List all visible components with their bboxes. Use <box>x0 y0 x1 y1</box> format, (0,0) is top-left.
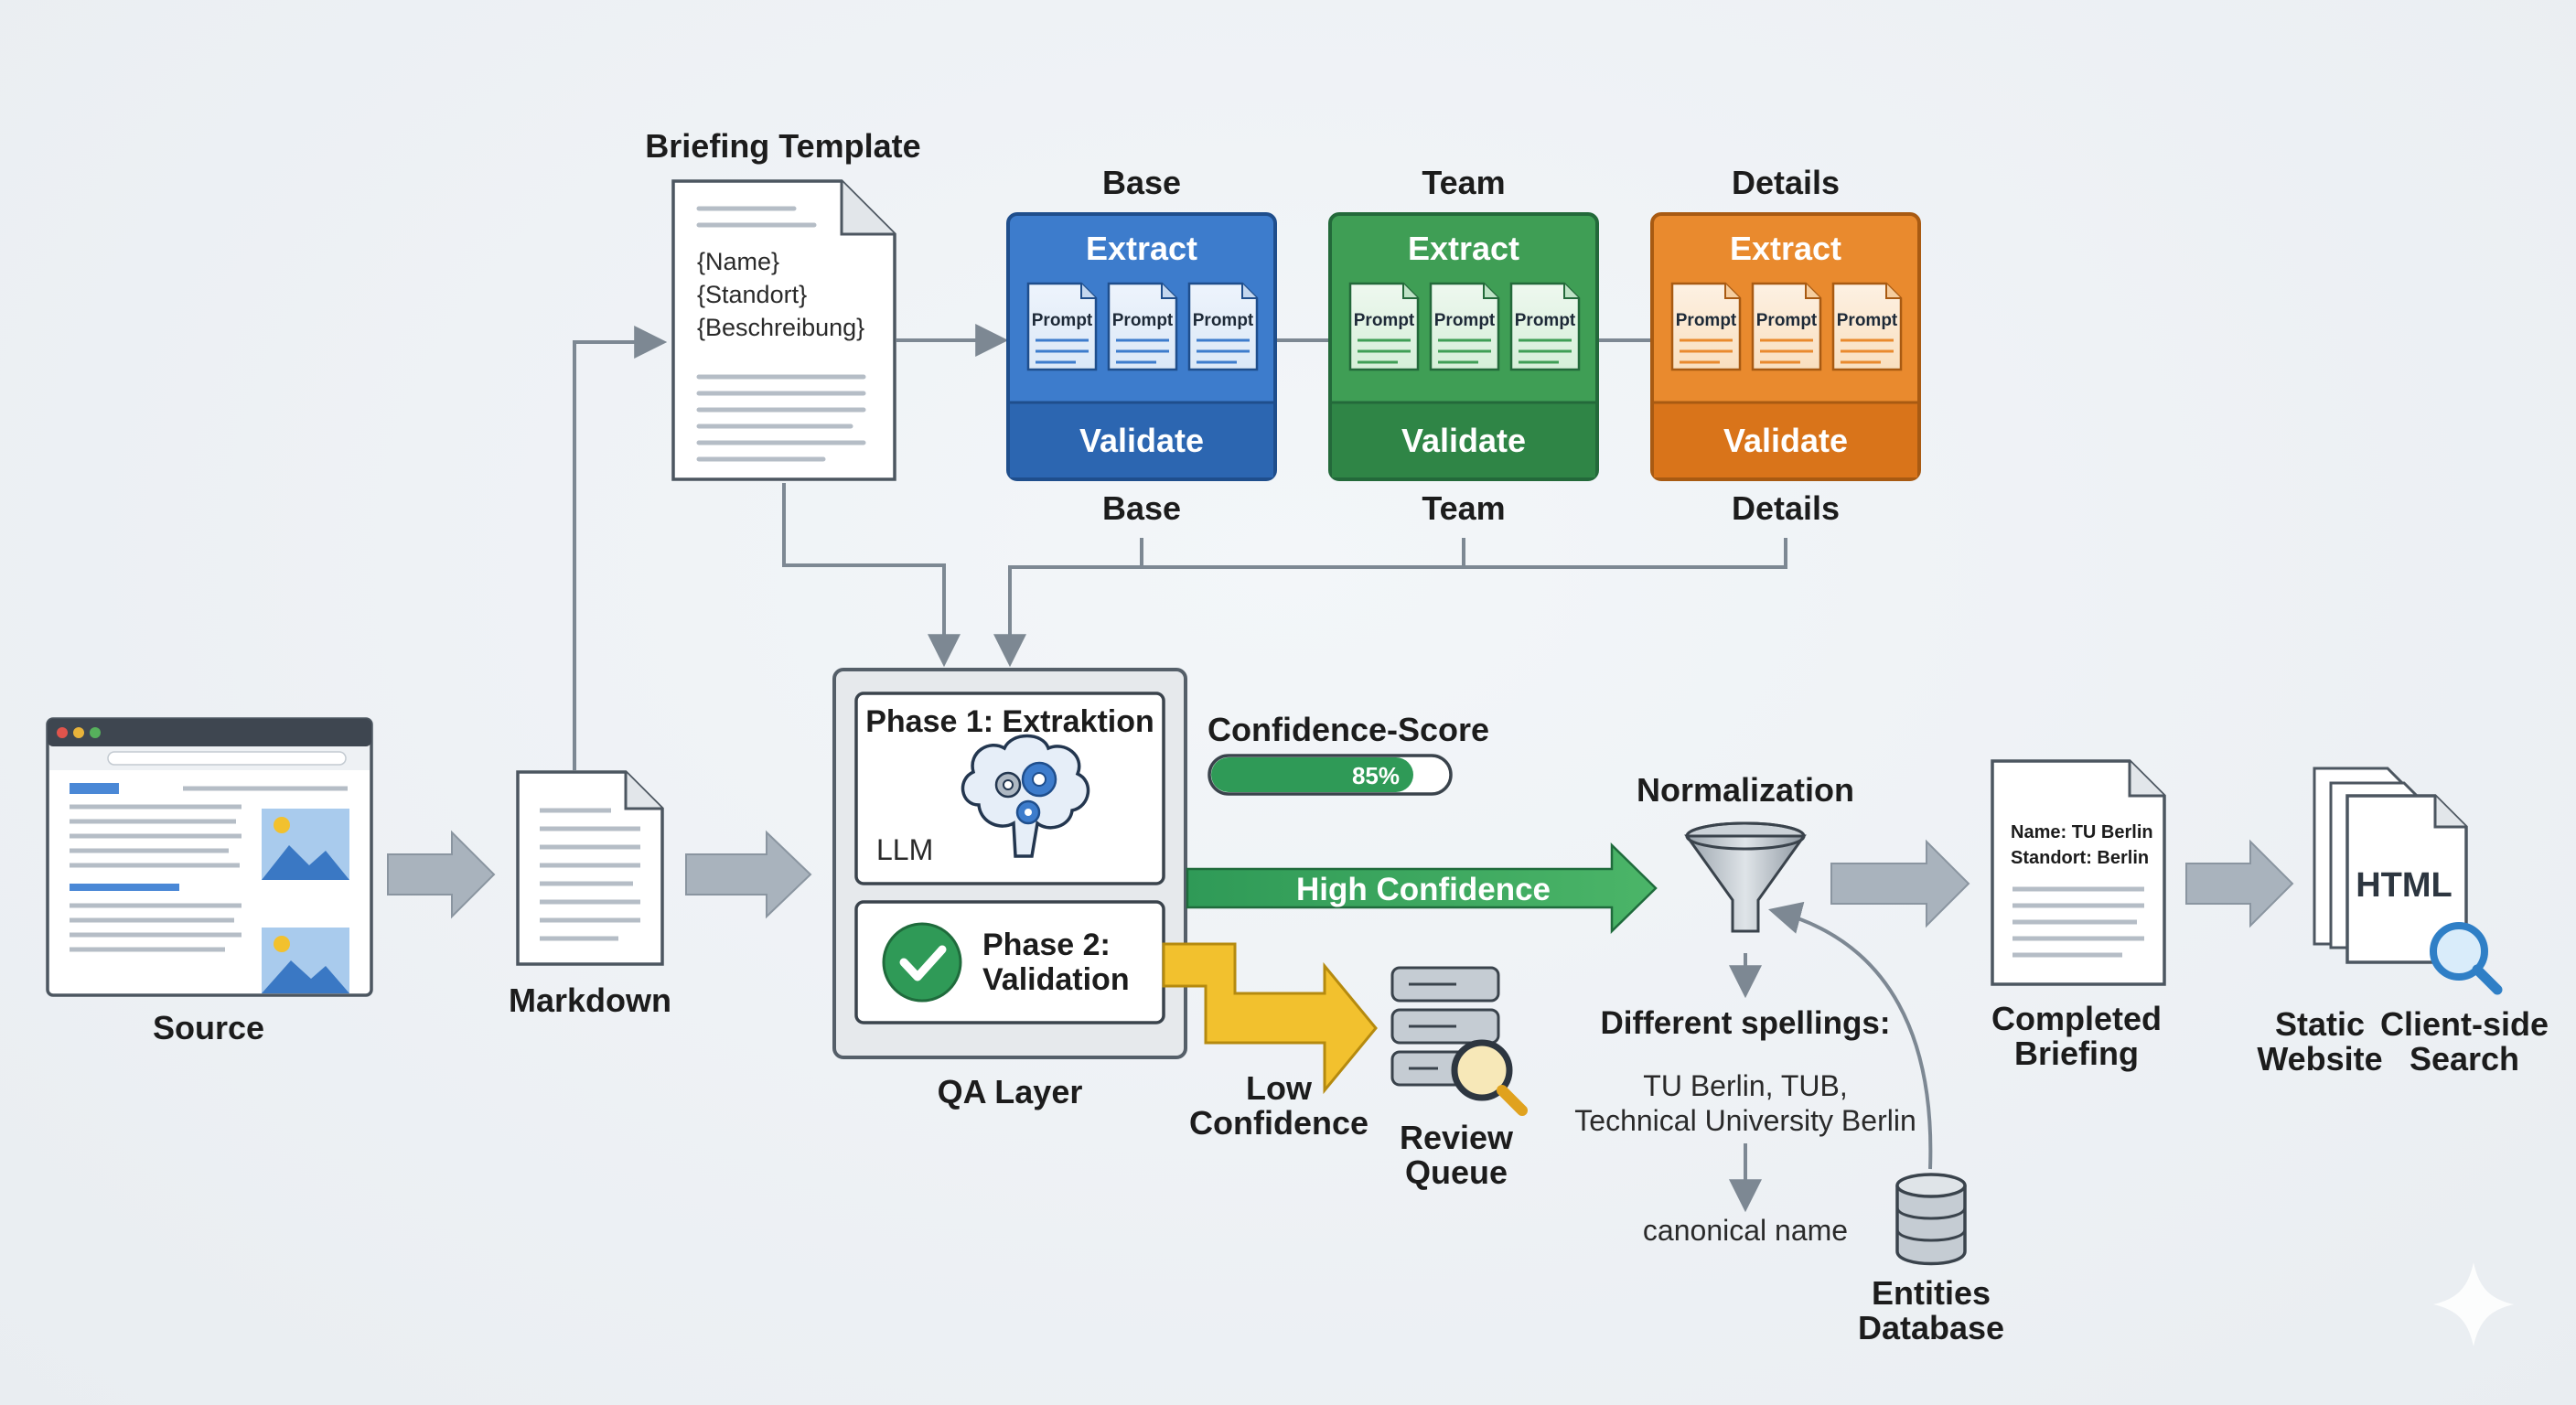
client-search-label-line2: Search <box>2410 1040 2519 1078</box>
connectors <box>573 324 1933 1213</box>
stage-details-bottom-label: Details <box>1732 489 1840 527</box>
normalization-title: Normalization <box>1637 771 1854 809</box>
confidence-score: Confidence-Score 85% <box>1208 711 1489 796</box>
client-search-label-line1: Client-side <box>2380 1005 2549 1043</box>
completed-label-line2: Briefing <box>2014 1035 2139 1072</box>
low-confidence-arrow: Low Confidence <box>1162 942 1378 1142</box>
prompt-label: Prompt <box>1354 311 1415 330</box>
stage-base: Base Extract Validate Prompt Prompt Prom… <box>1006 164 1277 527</box>
high-confidence-label: High Confidence <box>1296 872 1551 907</box>
magnifier-icon <box>2430 922 2503 995</box>
document-icon <box>516 770 664 966</box>
prompt-label: Prompt <box>1032 311 1093 330</box>
completed-label-line1: Completed <box>1991 1000 2162 1037</box>
arrow-source-markdown <box>387 830 496 919</box>
source-label: Source <box>153 1009 264 1046</box>
prompt-label: Prompt <box>1434 311 1496 330</box>
qa-layer-label: QA Layer <box>938 1073 1083 1110</box>
stage-details: Details Extract Validate Prompt Prompt P… <box>1650 164 1921 527</box>
html-pages-icon: HTML <box>2313 767 2468 964</box>
completed-briefing: Name: TU Berlin Standort: Berlin Complet… <box>1991 759 2166 1072</box>
phase1-title: Phase 1: Extraktion <box>865 704 1154 739</box>
html-text: HTML <box>2356 866 2453 905</box>
arrow-markdown-qa <box>685 830 812 919</box>
markdown: Markdown <box>509 770 671 1019</box>
briefing-template-title: Briefing Template <box>645 127 920 165</box>
qa-layer: Phase 1: Extraktion LLM Phase 2: Validat… <box>832 668 1187 1110</box>
low-confidence-label-line2: Confidence <box>1189 1104 1368 1142</box>
template-field-standort: {Standort} <box>697 281 807 308</box>
confidence-bar-fill <box>1211 757 1413 792</box>
phase1-llm: LLM <box>876 833 933 866</box>
canonical-name: canonical name <box>1643 1214 1848 1247</box>
stage-team-extract: Extract <box>1408 230 1519 267</box>
stage-details-extract: Extract <box>1730 230 1841 267</box>
stage-details-title: Details <box>1732 164 1840 201</box>
spellings-label: Different spellings: <box>1601 1005 1891 1041</box>
stage-base-title: Base <box>1102 164 1181 201</box>
spellings-examples-line1: TU Berlin, TUB, <box>1643 1069 1847 1102</box>
magnifier-icon <box>1451 1039 1528 1116</box>
database-icon <box>1895 1173 1967 1266</box>
stage-base-extract: Extract <box>1086 230 1197 267</box>
static-website-label-line1: Static <box>2275 1005 2365 1043</box>
confidence-label: Confidence-Score <box>1208 711 1489 748</box>
spellings-examples-line2: Technical University Berlin <box>1574 1104 1916 1137</box>
entities-label-line2: Database <box>1858 1309 2004 1346</box>
checkmark-icon <box>882 922 962 1003</box>
brain-gears-icon <box>961 734 1090 858</box>
high-confidence-arrow: High Confidence <box>1186 842 1658 934</box>
stage-team-bottom-label: Team <box>1422 489 1505 527</box>
stage-base-bottom-label: Base <box>1102 489 1181 527</box>
funnel-icon <box>1684 821 1807 933</box>
stage-base-prompts: Prompt Prompt Prompt <box>1026 282 1259 371</box>
review-queue: Review Queue <box>1390 966 1528 1191</box>
review-queue-label-line1: Review <box>1400 1119 1514 1156</box>
normalization: Normalization Different spellings: TU Be… <box>1574 771 1916 1247</box>
arrow-briefing-website <box>2185 839 2294 928</box>
completed-name-line: Name: TU Berlin <box>2011 822 2153 842</box>
low-confidence-label-line1: Low <box>1246 1069 1313 1107</box>
prompt-label: Prompt <box>1676 311 1737 330</box>
stage-team: Team Extract Validate Prompt Prompt Prom… <box>1328 164 1599 527</box>
stage-details-prompts: Prompt Prompt Prompt <box>1670 282 1903 371</box>
block-arrows <box>387 830 2294 928</box>
sparkle-icon <box>2433 1262 2514 1346</box>
stage-base-validate: Validate <box>1079 422 1204 459</box>
markdown-label: Markdown <box>509 981 671 1019</box>
phase2-title-line2: Validation <box>982 962 1130 997</box>
prompt-label: Prompt <box>1112 311 1174 330</box>
review-queue-label-line2: Queue <box>1405 1153 1508 1191</box>
arrow-normalization-briefing <box>1830 839 1970 928</box>
prompt-label: Prompt <box>1756 311 1818 330</box>
source: Source <box>46 717 373 1046</box>
entities-label-line1: Entities <box>1872 1274 1991 1312</box>
stage-details-validate: Validate <box>1723 422 1848 459</box>
stage-team-validate: Validate <box>1401 422 1526 459</box>
browser-icon <box>46 717 373 997</box>
prompt-label: Prompt <box>1515 311 1576 330</box>
static-website: HTML Static Website Client-side Search <box>2257 767 2549 1078</box>
prompt-label: Prompt <box>1837 311 1898 330</box>
template-field-beschreibung: {Beschreibung} <box>697 314 864 341</box>
confidence-value: 85% <box>1352 762 1400 789</box>
prompt-label: Prompt <box>1193 311 1254 330</box>
briefing-template: Briefing Template {Name} {Standort} {Bes… <box>645 127 921 481</box>
template-field-name: {Name} <box>697 248 779 275</box>
completed-standort-line: Standort: Berlin <box>2011 848 2149 868</box>
stage-team-title: Team <box>1422 164 1505 201</box>
entities-database: Entities Database <box>1858 1173 2004 1346</box>
phase2-title-line1: Phase 2: <box>982 928 1111 962</box>
static-website-label-line2: Website <box>2257 1040 2382 1078</box>
stage-team-prompts: Prompt Prompt Prompt <box>1348 282 1581 371</box>
